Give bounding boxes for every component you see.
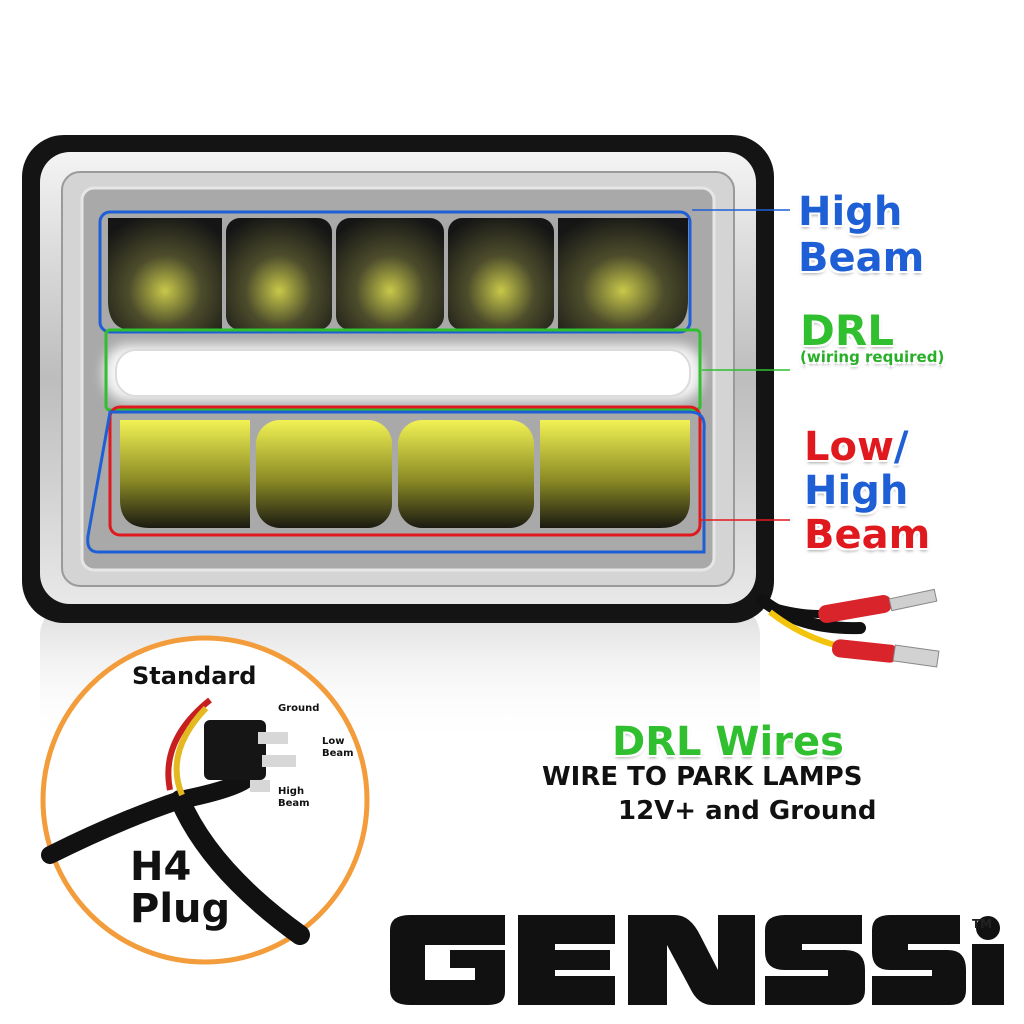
- plug-name: H4 Plug: [130, 846, 230, 930]
- brand-logo: [390, 915, 1004, 1005]
- high-label: High: [804, 468, 909, 514]
- pin-low-beam-label: Low Beam: [322, 736, 354, 760]
- slash-label: /: [893, 424, 909, 470]
- low-high-outline: [86, 410, 706, 554]
- plug-heading: Standard: [132, 662, 257, 690]
- high-beam-reflectors: [108, 218, 688, 330]
- pin-low-line1: Low: [322, 736, 345, 747]
- drl-wires-instruction: WIRE TO PARK LAMPS: [542, 762, 863, 792]
- low-high-beam-label: Low/ High Beam: [804, 427, 930, 555]
- low-beam-outline: [108, 405, 702, 537]
- pin-low-line2: Beam: [322, 748, 354, 759]
- pin-high-line2: Beam: [278, 798, 310, 809]
- beam-label: Beam: [804, 512, 931, 558]
- pin-high-line1: High: [278, 786, 305, 797]
- low-label: Low: [804, 424, 894, 470]
- high-beam-label-line2: Beam: [798, 235, 925, 281]
- high-beam-label: High Beam: [798, 192, 924, 278]
- plug-name-line2: Plug: [130, 886, 231, 932]
- drl-wires-voltage: 12V+ and Ground: [618, 796, 877, 826]
- pin-ground-label: Ground: [278, 703, 320, 714]
- drl-wires-title: DRL Wires: [612, 719, 844, 765]
- drl-outline: [104, 328, 702, 412]
- trademark-symbol: TM: [972, 917, 993, 931]
- plug-name-line1: H4: [130, 844, 192, 890]
- pin-high-beam-label: High Beam: [278, 786, 310, 810]
- high-beam-label-line1: High: [798, 189, 903, 235]
- drl-note: (wiring required): [800, 348, 945, 366]
- drl-wires: [756, 588, 940, 668]
- drl-light-bar: [115, 349, 691, 397]
- low-beam-reflectors: [120, 420, 690, 528]
- h4-plug-photo: [40, 635, 370, 965]
- high-beam-outline: [98, 210, 692, 334]
- drl-label: DRL: [800, 306, 894, 355]
